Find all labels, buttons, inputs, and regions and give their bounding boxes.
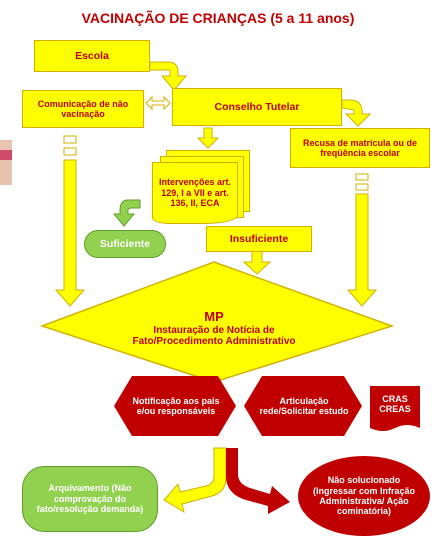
cras-text: CRAS CREAS — [372, 388, 418, 420]
photo-fragment-detail — [0, 150, 12, 160]
recusa-box: Recusa de matrícula ou de freqüência esc… — [290, 128, 430, 168]
arquivamento-label: Arquivamento (Não comprovação do fato/re… — [36, 483, 144, 515]
nao-solucionado-label: Não solucionado (Ingressar com Infração … — [312, 475, 416, 517]
notificacao-text: Notificação aos pais e/ou responsáveis — [128, 382, 224, 430]
escola-box: Escola — [34, 40, 150, 72]
notificacao-label: Notificação aos pais e/ou responsáveis — [132, 395, 220, 416]
arrow-escola-to-conselho — [149, 61, 188, 91]
arrow-insuficiente-to-mp — [242, 249, 272, 275]
page-title: VACINAÇÃO DE CRIANÇAS (5 a 11 anos) — [81, 10, 355, 26]
recusa-label: Recusa de matrícula ou de freqüência esc… — [302, 137, 418, 158]
mp-description: Instauração de Notícia de Fato/Procedime… — [132, 324, 296, 348]
fork-arrow-red — [226, 448, 290, 514]
articulacao-label: Articulação rede/Solicitar estudo — [259, 395, 349, 416]
comunicacao-label: Comunicação de não vacinação — [37, 98, 129, 119]
notificacao-hexagon — [114, 376, 236, 436]
arrow-conselho-to-recusa — [341, 99, 372, 127]
arrow-recusa-to-mp — [346, 193, 378, 307]
conselho-label: Conselho Tutelar — [214, 100, 300, 113]
suficiente-label: Suficiente — [99, 237, 151, 250]
photo-fragment — [0, 140, 12, 185]
intervencoes-label: Intervenções art. 129, I a VII e art. 13… — [158, 177, 232, 209]
fork-arrow-yellow — [163, 447, 227, 514]
insuficiente-box: Insuficiente — [206, 226, 312, 252]
arquivamento-box: Arquivamento (Não comprovação do fato/re… — [22, 466, 158, 532]
articulacao-hexagon — [244, 376, 362, 436]
insuficiente-label: Insuficiente — [229, 232, 289, 245]
cras-document — [370, 386, 420, 431]
conselho-box: Conselho Tutelar — [172, 88, 342, 126]
escola-label: Escola — [75, 49, 109, 62]
comunicacao-box: Comunicação de não vacinação — [22, 90, 144, 128]
arrow-comunicacao-to-mp — [54, 159, 86, 307]
double-arrow-comunicacao-conselho — [145, 95, 171, 111]
arrow-conselho-to-intervencoes — [196, 127, 220, 149]
suficiente-box: Suficiente — [84, 230, 166, 258]
mp-text-block: MP Instauração de Notícia de Fato/Proced… — [124, 296, 304, 362]
arrow-to-suficiente — [112, 199, 141, 227]
articulacao-text: Articulação rede/Solicitar estudo — [258, 382, 350, 430]
intervencoes-box: Intervenções art. 129, I a VII e art. 13… — [152, 162, 238, 224]
nao-solucionado-box: Não solucionado (Ingressar com Infração … — [298, 456, 430, 536]
mp-title: MP — [204, 309, 224, 325]
cras-label: CRAS CREAS — [379, 393, 411, 414]
